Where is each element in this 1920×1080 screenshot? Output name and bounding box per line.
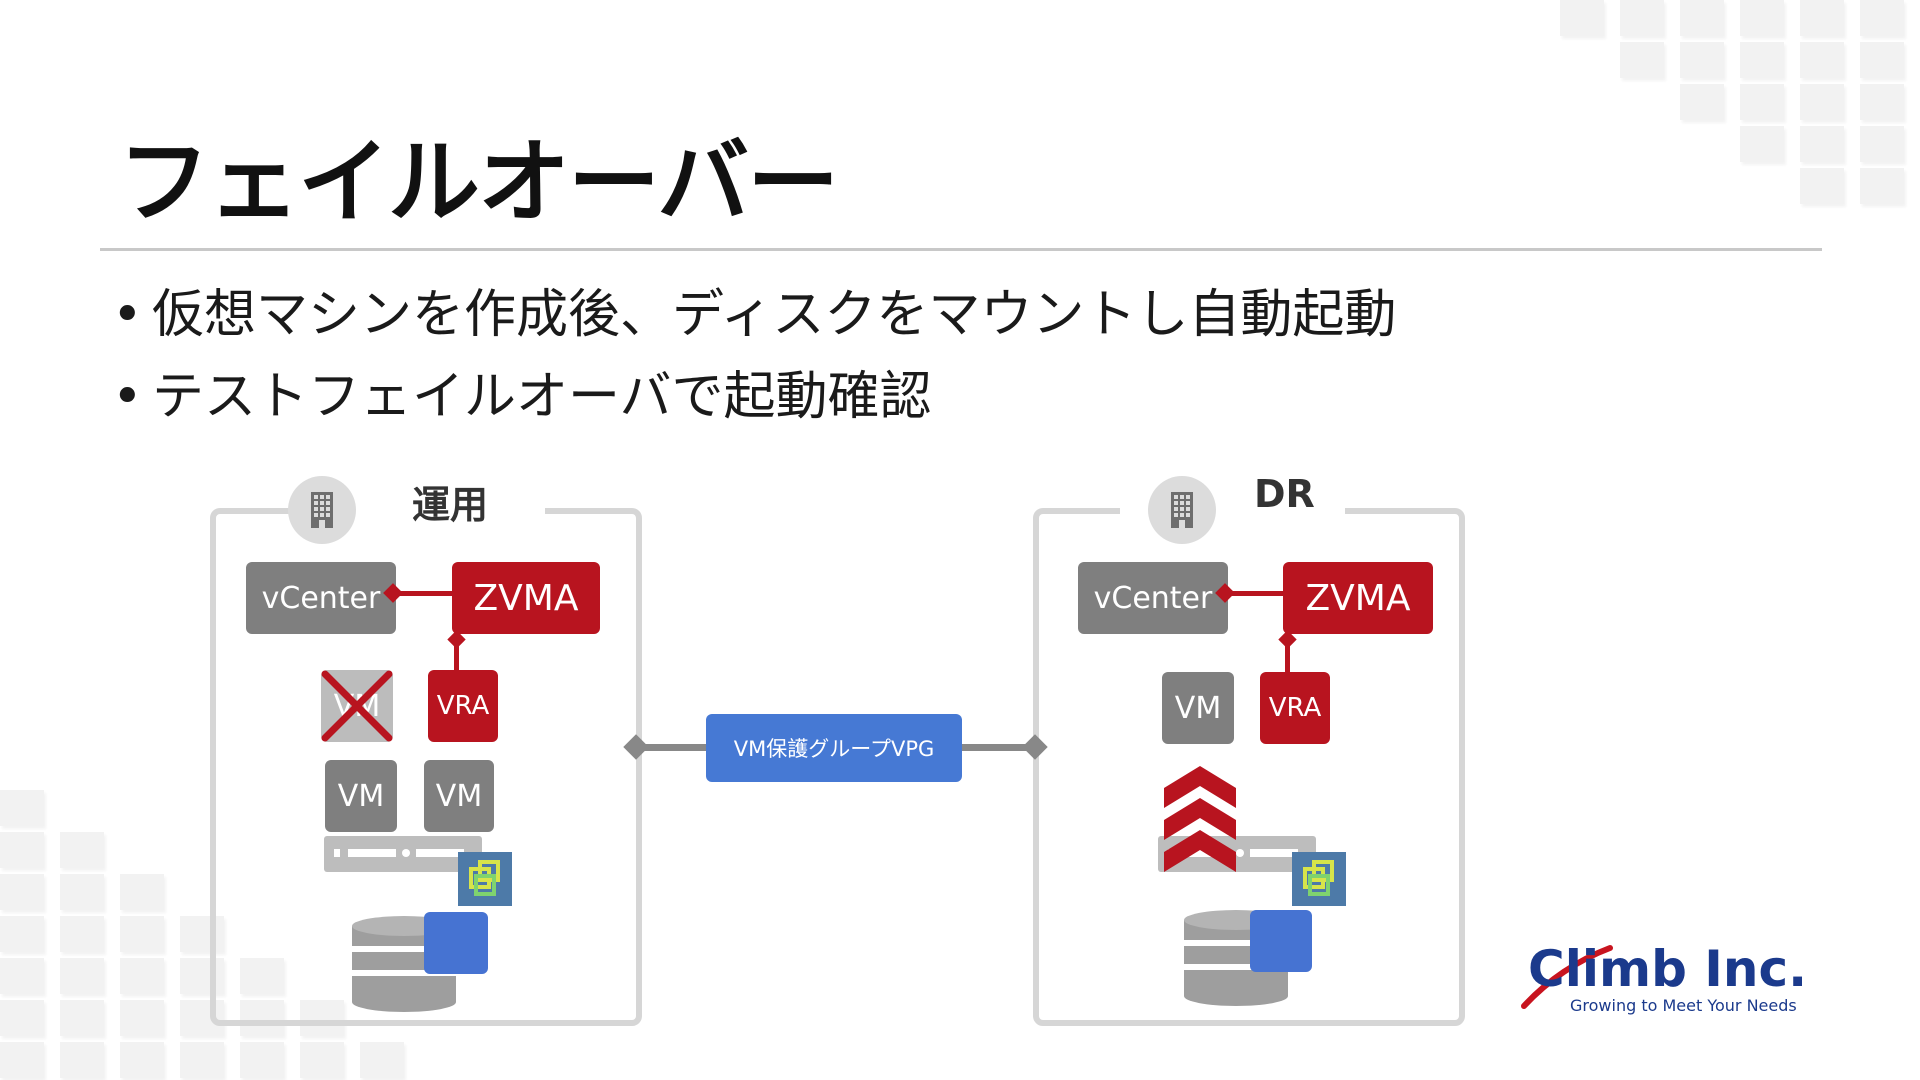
vmware-icon	[458, 852, 512, 906]
primary-vra-box: VRA	[428, 670, 498, 742]
building-icon	[1148, 476, 1216, 544]
building-icon	[288, 476, 356, 544]
disk-block-icon	[1250, 910, 1312, 972]
primary-site-label: 運用	[412, 483, 489, 527]
dr-zvma-box: ZVMA	[1283, 562, 1433, 634]
disk-block-icon	[424, 912, 488, 974]
primary-vcenter-box: vCenter	[246, 562, 396, 634]
slide-title: フェイルオーバー	[118, 129, 839, 236]
primary-vm-2: VM	[424, 760, 494, 832]
dr-vm-box: VM	[1162, 672, 1234, 744]
bullet-item-2: •テストフェイルオーバで起動確認	[112, 354, 931, 429]
bullet-text-1: 仮想マシンを作成後、ディスクをマウントし自動起動	[152, 285, 1397, 345]
dr-vcenter-box: vCenter	[1078, 562, 1228, 634]
primary-zvma-box: ZVMA	[452, 562, 600, 634]
vpg-box: VM保護グループVPG	[706, 714, 962, 782]
title-divider	[100, 248, 1822, 251]
dr-vcenter-zvma-link	[1228, 591, 1284, 596]
logo-tagline: Growing to Meet Your Needs	[1570, 996, 1797, 1015]
bullet-glyph: •	[112, 285, 143, 345]
dr-vra-box: VRA	[1260, 672, 1330, 744]
logo-name: Climb Inc.	[1528, 940, 1808, 998]
chevron-up-icon	[1164, 762, 1236, 878]
dr-zvma-vra-link	[1285, 634, 1290, 672]
climb-logo: Climb Inc. Growing to Meet Your Needs	[1518, 940, 1828, 1020]
vmware-icon	[1292, 852, 1346, 906]
vpg-link-right	[962, 744, 1034, 751]
dr-site-label: DR	[1254, 472, 1315, 516]
bullet-glyph: •	[112, 367, 143, 427]
primary-vm-1: VM	[325, 760, 397, 832]
failed-x-icon	[321, 670, 393, 742]
bullet-item-1: •仮想マシンを作成後、ディスクをマウントし自動起動	[112, 272, 1396, 347]
server-icon	[324, 836, 482, 872]
primary-zvma-vra-link	[454, 634, 459, 672]
primary-vcenter-zvma-link	[396, 591, 452, 596]
vpg-link-left	[636, 744, 708, 751]
bullet-text-2: テストフェイルオーバで起動確認	[152, 367, 932, 427]
